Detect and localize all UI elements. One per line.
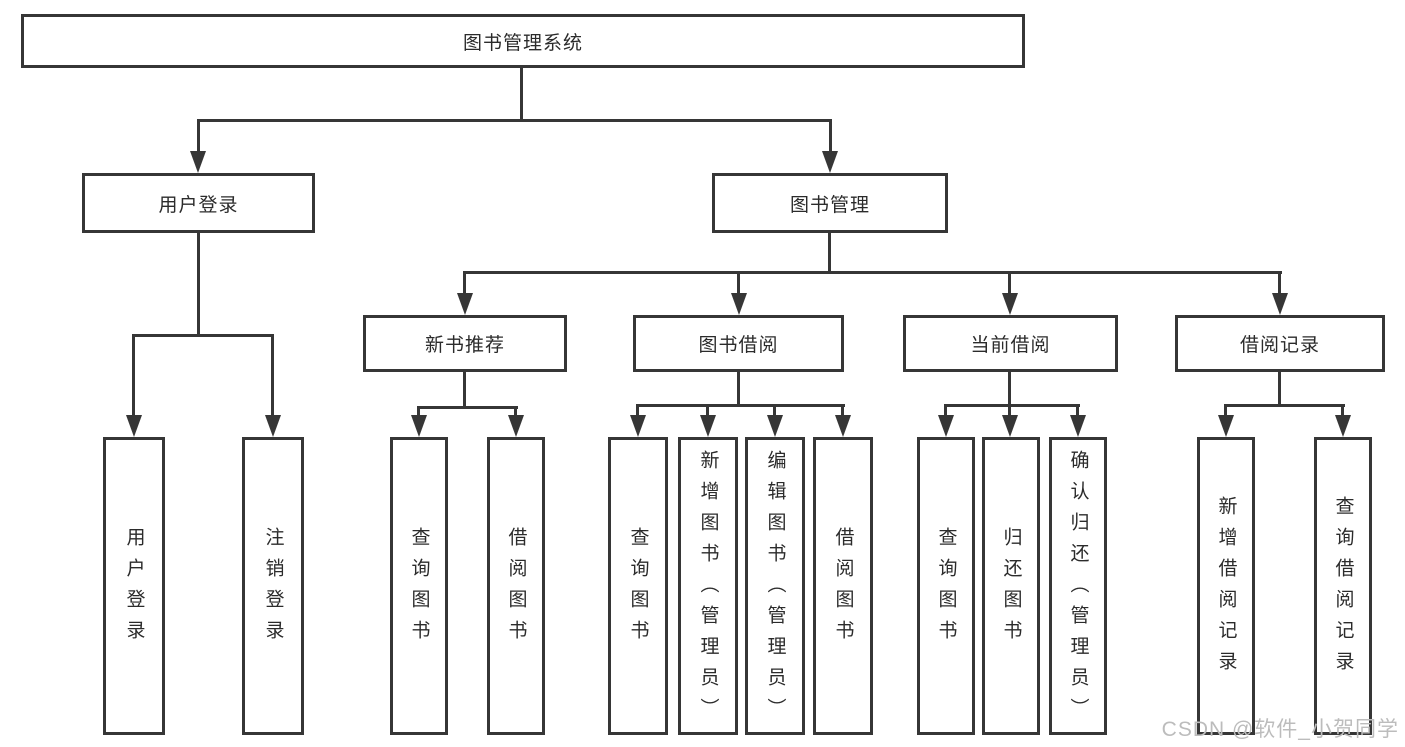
leaf-label: 编辑图书（管理员） bbox=[764, 449, 786, 729]
connector-line bbox=[944, 404, 1080, 407]
leaf-label: 归还图书 bbox=[1000, 527, 1022, 651]
arrow-down-icon bbox=[1272, 293, 1288, 315]
leaf-user-login: 用户登录 bbox=[103, 437, 165, 735]
connector-line bbox=[132, 334, 274, 337]
leaf-return-books: 归还图书 bbox=[982, 437, 1040, 735]
connector-line bbox=[737, 271, 740, 295]
leaf-label: 查询借阅记录 bbox=[1332, 496, 1354, 682]
node-book-management: 图书管理 bbox=[712, 173, 948, 233]
node-new-book-recommendation: 新书推荐 bbox=[363, 315, 567, 372]
leaf-label: 用户登录 bbox=[123, 527, 145, 651]
node-label: 当前借阅 bbox=[970, 335, 1051, 356]
arrow-down-icon bbox=[1002, 293, 1018, 315]
connector-line bbox=[464, 271, 1282, 274]
arrow-down-icon bbox=[938, 415, 954, 437]
connector-line bbox=[197, 119, 832, 122]
leaf-label: 借阅图书 bbox=[505, 527, 527, 651]
connector-line bbox=[829, 119, 832, 154]
arrow-down-icon bbox=[767, 415, 783, 437]
connector-line bbox=[1278, 271, 1281, 295]
connector-line bbox=[463, 271, 466, 295]
leaf-label: 查询图书 bbox=[627, 527, 649, 651]
connector-line bbox=[132, 334, 135, 417]
connector-line bbox=[1008, 404, 1011, 417]
leaf-add-borrow-record: 新增借阅记录 bbox=[1197, 437, 1255, 735]
connector-line bbox=[197, 233, 200, 337]
leaf-confirm-return-admin: 确认归还（管理员） bbox=[1049, 437, 1107, 735]
leaf-logout: 注销登录 bbox=[242, 437, 304, 735]
arrow-down-icon bbox=[126, 415, 142, 437]
leaf-label: 借阅图书 bbox=[832, 527, 854, 651]
connector-line bbox=[417, 406, 518, 409]
node-borrowing-records: 借阅记录 bbox=[1175, 315, 1385, 372]
leaf-borrow-books-recommend: 借阅图书 bbox=[487, 437, 545, 735]
connector-line bbox=[1076, 404, 1079, 417]
connector-line bbox=[706, 404, 709, 417]
node-user-login: 用户登录 bbox=[82, 173, 315, 233]
connector-line bbox=[1278, 372, 1281, 407]
connector-line bbox=[841, 404, 844, 417]
arrow-down-icon bbox=[630, 415, 646, 437]
leaf-query-books-borrowing: 查询图书 bbox=[608, 437, 668, 735]
arrow-down-icon bbox=[411, 415, 427, 437]
connector-line bbox=[944, 404, 947, 417]
arrow-down-icon bbox=[1002, 415, 1018, 437]
arrow-down-icon bbox=[700, 415, 716, 437]
leaf-label: 查询图书 bbox=[408, 527, 430, 651]
connector-line bbox=[636, 404, 845, 407]
leaf-query-borrow-record: 查询借阅记录 bbox=[1314, 437, 1372, 735]
node-label: 借阅记录 bbox=[1239, 335, 1320, 356]
arrow-down-icon bbox=[457, 293, 473, 315]
connector-line bbox=[1341, 404, 1344, 417]
node-current-borrowing: 当前借阅 bbox=[903, 315, 1118, 372]
connector-line bbox=[1224, 404, 1227, 417]
arrow-down-icon bbox=[835, 415, 851, 437]
node-label: 图书管理系统 bbox=[462, 32, 583, 54]
connector-line bbox=[1008, 271, 1011, 295]
leaf-label: 确认归还（管理员） bbox=[1067, 449, 1089, 729]
arrow-down-icon bbox=[731, 293, 747, 315]
node-library-management-system: 图书管理系统 bbox=[21, 14, 1025, 68]
leaf-label: 查询图书 bbox=[935, 527, 957, 651]
leaf-label: 注销登录 bbox=[262, 527, 284, 651]
leaf-label: 新增图书（管理员） bbox=[697, 449, 719, 729]
connector-line bbox=[1224, 404, 1345, 407]
connector-line bbox=[1008, 372, 1011, 407]
connector-line bbox=[520, 68, 523, 122]
connector-line bbox=[737, 372, 740, 407]
connector-line bbox=[271, 334, 274, 417]
node-label: 图书借阅 bbox=[698, 335, 779, 356]
node-book-borrowing: 图书借阅 bbox=[633, 315, 844, 372]
connector-line bbox=[828, 233, 831, 274]
node-label: 用户登录 bbox=[158, 194, 239, 216]
connector-line bbox=[197, 119, 200, 154]
connector-line bbox=[636, 404, 639, 417]
leaf-query-books-current: 查询图书 bbox=[917, 437, 975, 735]
arrow-down-icon bbox=[508, 415, 524, 437]
node-label: 新书推荐 bbox=[424, 335, 505, 356]
arrow-down-icon bbox=[1218, 415, 1234, 437]
arrow-down-icon bbox=[1070, 415, 1086, 437]
leaf-query-books-recommend: 查询图书 bbox=[390, 437, 448, 735]
leaf-add-books-admin: 新增图书（管理员） bbox=[678, 437, 738, 735]
connector-line bbox=[463, 372, 466, 409]
arrow-down-icon bbox=[265, 415, 281, 437]
connector-line bbox=[514, 406, 517, 417]
arrow-down-icon bbox=[1335, 415, 1351, 437]
leaf-borrow-books: 借阅图书 bbox=[813, 437, 873, 735]
arrow-down-icon bbox=[190, 151, 206, 173]
csdn-watermark: CSDN @软件_小贺同学 bbox=[1161, 718, 1399, 741]
leaf-edit-books-admin: 编辑图书（管理员） bbox=[745, 437, 805, 735]
node-label: 图书管理 bbox=[789, 194, 870, 216]
connector-line bbox=[773, 404, 776, 417]
leaf-label: 新增借阅记录 bbox=[1215, 496, 1237, 682]
arrow-down-icon bbox=[822, 151, 838, 173]
connector-line bbox=[417, 406, 420, 417]
